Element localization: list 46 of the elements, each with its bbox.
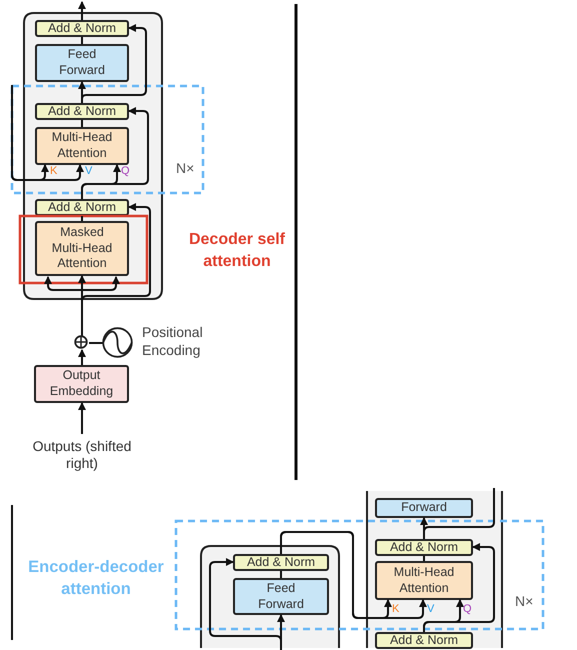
connector-line	[423, 556, 425, 561]
annotation-text: Encoder-decoder attention	[27, 557, 165, 600]
layer-frame	[200, 545, 340, 648]
addition-icon	[75, 336, 89, 350]
positional-encoding-icon	[103, 328, 134, 359]
add-norm-box: Add & Norm	[35, 20, 129, 37]
arrow	[78, 1, 86, 20]
feed-forward-box: Feed Forward	[233, 578, 329, 615]
input-tag: V	[85, 165, 92, 177]
attention-box: Multi-Head Attention	[375, 561, 473, 600]
connector-line	[89, 342, 103, 344]
embedding-box: Output Embedding	[34, 365, 129, 403]
add-norm-box: Add & Norm	[375, 632, 473, 649]
arrow	[78, 349, 86, 365]
arrow	[423, 543, 495, 632]
connector-line	[81, 216, 83, 221]
arrow	[81, 24, 147, 103]
arrow	[209, 558, 282, 650]
attention-box: Masked Multi-Head Attention	[35, 221, 129, 276]
arrow	[280, 531, 427, 619]
arrow	[78, 402, 86, 434]
layer-frame	[366, 491, 503, 648]
arrow	[11, 85, 84, 181]
add-norm-box: Add & Norm	[35, 103, 129, 120]
input-tag: V	[427, 603, 434, 615]
feed-forward-box: Forward	[375, 498, 473, 518]
input-tag: Q	[121, 165, 130, 177]
input-label: Outputs (shifted right)	[32, 434, 132, 476]
feed-forward-box: Feed Forward	[35, 44, 129, 82]
connector-line	[81, 37, 83, 44]
add-norm-box: Add & Norm	[35, 199, 129, 216]
attention-box: Multi-Head Attention	[35, 127, 129, 165]
arrow	[81, 107, 149, 199]
input-tag: K	[392, 603, 400, 615]
connector-line	[280, 571, 282, 578]
input-tag: Q	[463, 603, 472, 615]
annotation-text: Decoder self attention	[188, 230, 286, 272]
repeat-label: N×	[176, 160, 194, 176]
connector-line	[423, 488, 495, 539]
repeat-label: N×	[515, 593, 534, 609]
node-caption: Positional Encoding	[142, 324, 204, 359]
add-norm-box: Add & Norm	[375, 539, 473, 556]
add-norm-box: Add & Norm	[233, 554, 329, 571]
layer-frame	[23, 12, 163, 300]
connector-line	[81, 120, 83, 127]
input-tag: K	[50, 165, 58, 177]
